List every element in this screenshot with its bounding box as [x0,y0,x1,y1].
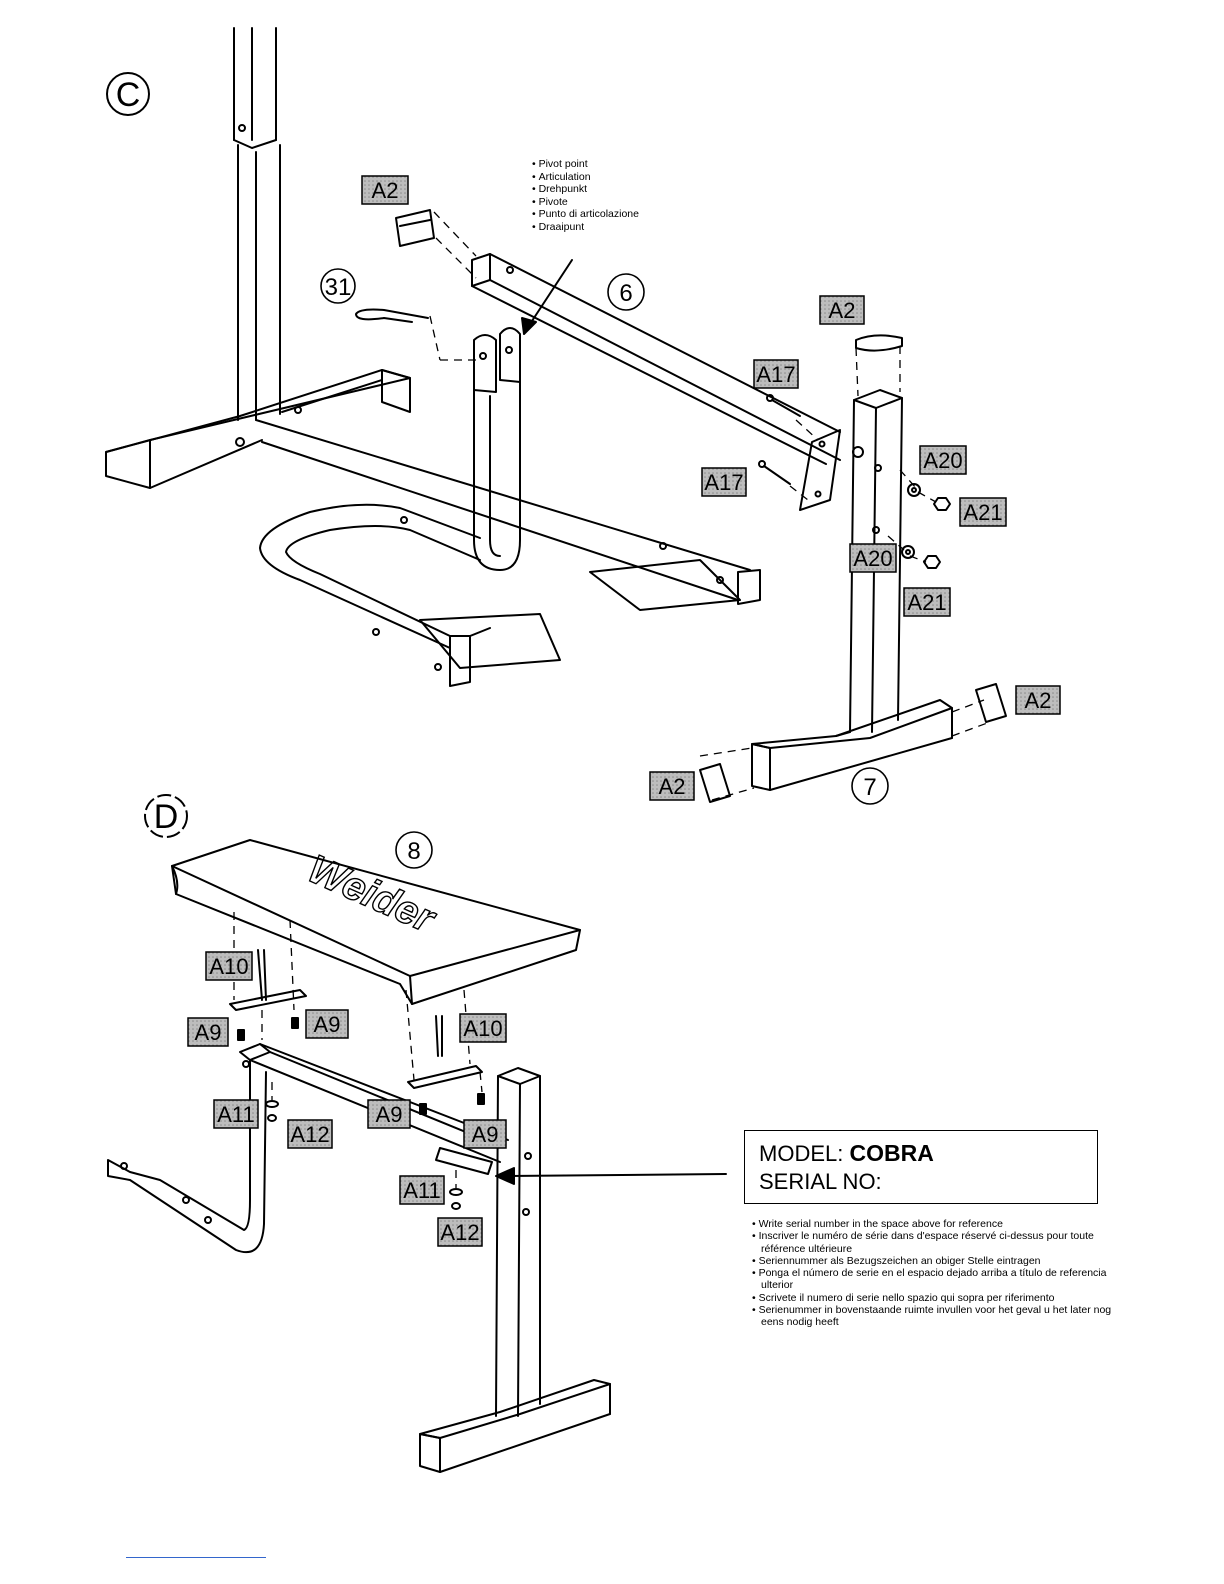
model-line: MODEL: COBRA [759,1139,1083,1168]
callout-7 [851,767,889,805]
tag-a2 [361,175,409,205]
callout-6 [607,273,645,311]
tag-a2 [1015,685,1061,715]
section-d-text: D [154,798,179,836]
bolt [758,394,801,485]
long-bolt [257,949,443,1057]
assembly-guides [233,211,991,1188]
tag-label: A9 [195,1020,222,1045]
tag-label: A9 [472,1122,499,1147]
model-value: COBRA [849,1140,934,1166]
tag-label: A20 [853,546,892,571]
end-cap [395,209,1007,803]
pivot-point-labels: Pivot point Articulation Drehpunkt Pivot… [532,158,639,234]
small-washer [265,1100,463,1210]
serial-line: SERIAL NO: [759,1168,1083,1196]
tag-a10 [459,1013,507,1043]
lock-pin-31 [355,308,429,323]
model-serial-box: MODEL: COBRA SERIAL NO: [744,1130,1098,1204]
part-number-8: 8 [407,838,420,865]
serial-note: Ponga el número de serie en el espacio d… [752,1267,1112,1292]
serial-arrow [507,1173,727,1177]
tag-label: A11 [217,1102,255,1127]
tag-a11 [213,1099,259,1129]
tag-label: A17 [756,362,795,387]
tag-a9 [305,1009,349,1039]
tag-label: A21 [907,590,946,615]
tag-a17 [753,359,799,389]
serial-note: Seriennummer als Bezugszeichen an obiger… [752,1255,1112,1267]
serial-note: Inscriver le numéro de série dans d'espa… [752,1230,1112,1255]
callout-8 [395,831,433,869]
bench-logo: Weider [302,847,443,942]
bench-rear-leg [107,1059,267,1254]
tag-a2 [649,771,695,801]
section-c-text: C [116,76,141,114]
tag-label: A21 [963,500,1002,525]
tag-a11 [399,1175,445,1205]
pivot-label: Punto di articolazione [532,208,639,221]
tag-a21 [959,497,1007,527]
bracket-plate [799,429,841,511]
pivot-arrow [529,259,573,325]
tag-label: A12 [290,1122,329,1147]
floor-rail [255,419,761,605]
serial-note: Write serial number in the space above f… [752,1218,1112,1230]
callout-31 [320,268,356,304]
tag-a21 [903,587,951,617]
pad-brackets [229,989,483,1089]
part-number-7: 7 [863,774,876,801]
tag-a9 [367,1099,411,1129]
nut [923,497,951,569]
tag-label: A2 [659,774,686,799]
u-frame [259,503,491,687]
tag-a10 [205,951,253,981]
tag-label: A9 [314,1012,341,1037]
tag-label: A12 [440,1220,479,1245]
footer-rule [126,1557,266,1558]
upright-post [233,27,281,421]
bench-front-upright [419,1067,611,1473]
pivot-label: Pivot point [532,158,639,171]
tag-a9 [187,1017,229,1047]
section-label-d: D [144,794,188,838]
tag-a20 [849,543,897,573]
serial-label: SERIAL NO: [759,1169,882,1194]
small-bolt [237,1017,485,1115]
model-label: MODEL: [759,1141,844,1166]
serial-note: Scrivete il numero di serie nello spazio… [752,1292,1112,1304]
tag-a9 [463,1119,507,1149]
tag-a12 [287,1119,333,1149]
pivot-label: Articulation [532,171,639,184]
part-number-31: 31 [325,274,352,301]
tag-a2 [819,295,865,325]
tag-a20 [919,445,967,475]
leg-crossbar-6 [471,253,841,465]
tag-a17 [701,467,747,497]
serial-note: Serienummer in bovenstaande ruimte invul… [752,1304,1112,1329]
pivot-label: Drehpunkt [532,183,639,196]
pivot-arm [400,327,521,571]
tag-label: A20 [923,448,962,473]
tag-label: A10 [209,954,248,979]
foot-plate-right [589,559,741,611]
tag-label: A9 [376,1102,403,1127]
washer [901,483,921,559]
tag-a12 [437,1217,483,1247]
part-number-6: 6 [619,280,632,307]
tag-label: A2 [829,298,856,323]
section-label-c: C [106,72,150,116]
tag-label: A10 [463,1016,502,1041]
serial-notes: Write serial number in the space above f… [752,1218,1112,1329]
tag-label: A2 [372,178,399,203]
pivot-label: Pivote [532,196,639,209]
tag-label: A11 [403,1178,441,1203]
tag-label: A17 [704,470,743,495]
foot-plate-left [419,613,561,669]
tag-label: A2 [1025,688,1052,713]
base-crossbar [105,369,411,489]
pivot-label: Draaipunt [532,221,639,234]
